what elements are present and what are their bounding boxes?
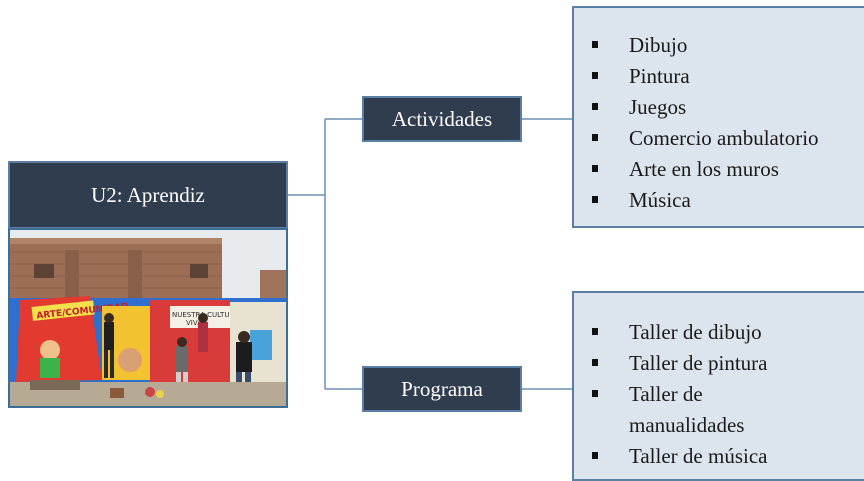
root-node-u2-aprendiz: U2: Aprendiz: [8, 161, 288, 229]
branch-label-actividades: Actividades: [391, 106, 493, 131]
list-item: Pintura: [574, 61, 864, 92]
branch-node-programa: Programa: [362, 366, 522, 412]
list-item: Taller de dibujo: [574, 317, 864, 348]
mural-photo: ARTE/COMUNIDAD NUESTRA CULTURA VIVA: [8, 228, 288, 408]
root-node-label: U2: Aprendiz: [91, 182, 205, 207]
branch-node-actividades: Actividades: [362, 96, 522, 142]
list-item: Taller de manualidades: [574, 379, 789, 441]
programa-list-box: Taller de dibujo Taller de pintura Talle…: [572, 291, 864, 481]
mural-text-viva: VIVA: [186, 319, 202, 327]
list-item: Comercio ambulatorio: [574, 123, 864, 154]
list-item: Taller de música: [574, 441, 864, 472]
list-item: Taller de pintura: [574, 348, 864, 379]
list-item: Dibujo: [574, 30, 864, 61]
list-item: Juegos: [574, 92, 864, 123]
list-item: Música: [574, 185, 864, 216]
branch-label-programa: Programa: [401, 376, 483, 401]
actividades-list-box: Dibujo Pintura Juegos Comercio ambulator…: [572, 6, 864, 228]
list-item: Arte en los muros: [574, 154, 864, 185]
